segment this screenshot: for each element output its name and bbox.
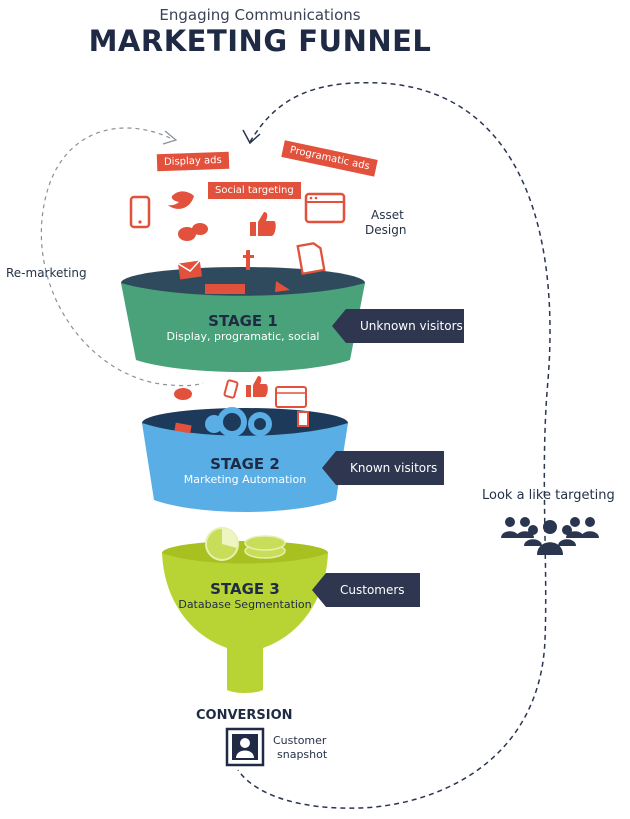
phone-icon — [129, 195, 151, 229]
chat-icon — [178, 223, 208, 241]
stage-3-band — [162, 553, 328, 693]
like-icon-2 — [246, 376, 268, 397]
browser-icon-2 — [205, 284, 245, 294]
document-icon-2 — [297, 411, 309, 427]
email-icon — [177, 260, 203, 280]
lookalike-arrowhead — [242, 129, 261, 145]
stage-1-band — [121, 283, 365, 372]
diagram-subtitle: Engaging Communications — [159, 6, 361, 24]
browser-icon-3 — [275, 386, 307, 408]
pie-chart-icon — [205, 527, 239, 561]
browser-icon — [304, 192, 346, 224]
gear-icon — [205, 407, 272, 437]
design-label: Design — [365, 223, 407, 237]
like-icon — [250, 212, 276, 236]
remarketing-loop-line — [40, 127, 204, 387]
email-icon-2 — [174, 422, 192, 434]
conversion-label: CONVERSION — [196, 708, 293, 723]
envelope-icon-2 — [275, 281, 290, 292]
callout-unknown-visitors: Unknown visitors — [332, 309, 464, 343]
tag-display-ads: Display ads — [156, 151, 230, 172]
callout-known-visitors: Known visitors — [322, 451, 444, 485]
stage-2-band — [142, 423, 348, 512]
profile-frame-icon — [225, 727, 265, 767]
chat-icon-2 — [174, 388, 192, 400]
lookalike-label: Look a like targeting — [482, 488, 615, 503]
tag-social-targeting: Social targeting — [208, 182, 301, 199]
people-group-icon — [501, 517, 599, 555]
callout-customers: Customers — [312, 573, 420, 607]
document-icon — [296, 242, 326, 276]
remarketing-arrowhead — [162, 130, 178, 145]
coins-icon — [244, 535, 286, 559]
stage-1-title: STAGE 1 — [208, 312, 278, 330]
stage-3-title: STAGE 3 — [210, 580, 280, 598]
lookalike-loop-line — [237, 81, 551, 809]
facebook-icon — [243, 250, 254, 270]
asset-label: Asset — [371, 208, 404, 222]
twitter-icon — [168, 191, 194, 209]
stage-3-subtitle: Database Segmentation — [178, 598, 312, 611]
mobile-icon-2 — [223, 379, 239, 399]
remarketing-label: Re-marketing — [6, 266, 87, 280]
snapshot-label-line2: snapshot — [277, 748, 328, 761]
stage-2-subtitle: Marketing Automation — [183, 473, 307, 486]
stage-1-subtitle: Display, programatic, social — [166, 330, 320, 343]
diagram-title: MARKETING FUNNEL — [88, 24, 432, 58]
stage-2-title: STAGE 2 — [210, 455, 280, 473]
snapshot-label-line1: Customer — [273, 734, 327, 747]
